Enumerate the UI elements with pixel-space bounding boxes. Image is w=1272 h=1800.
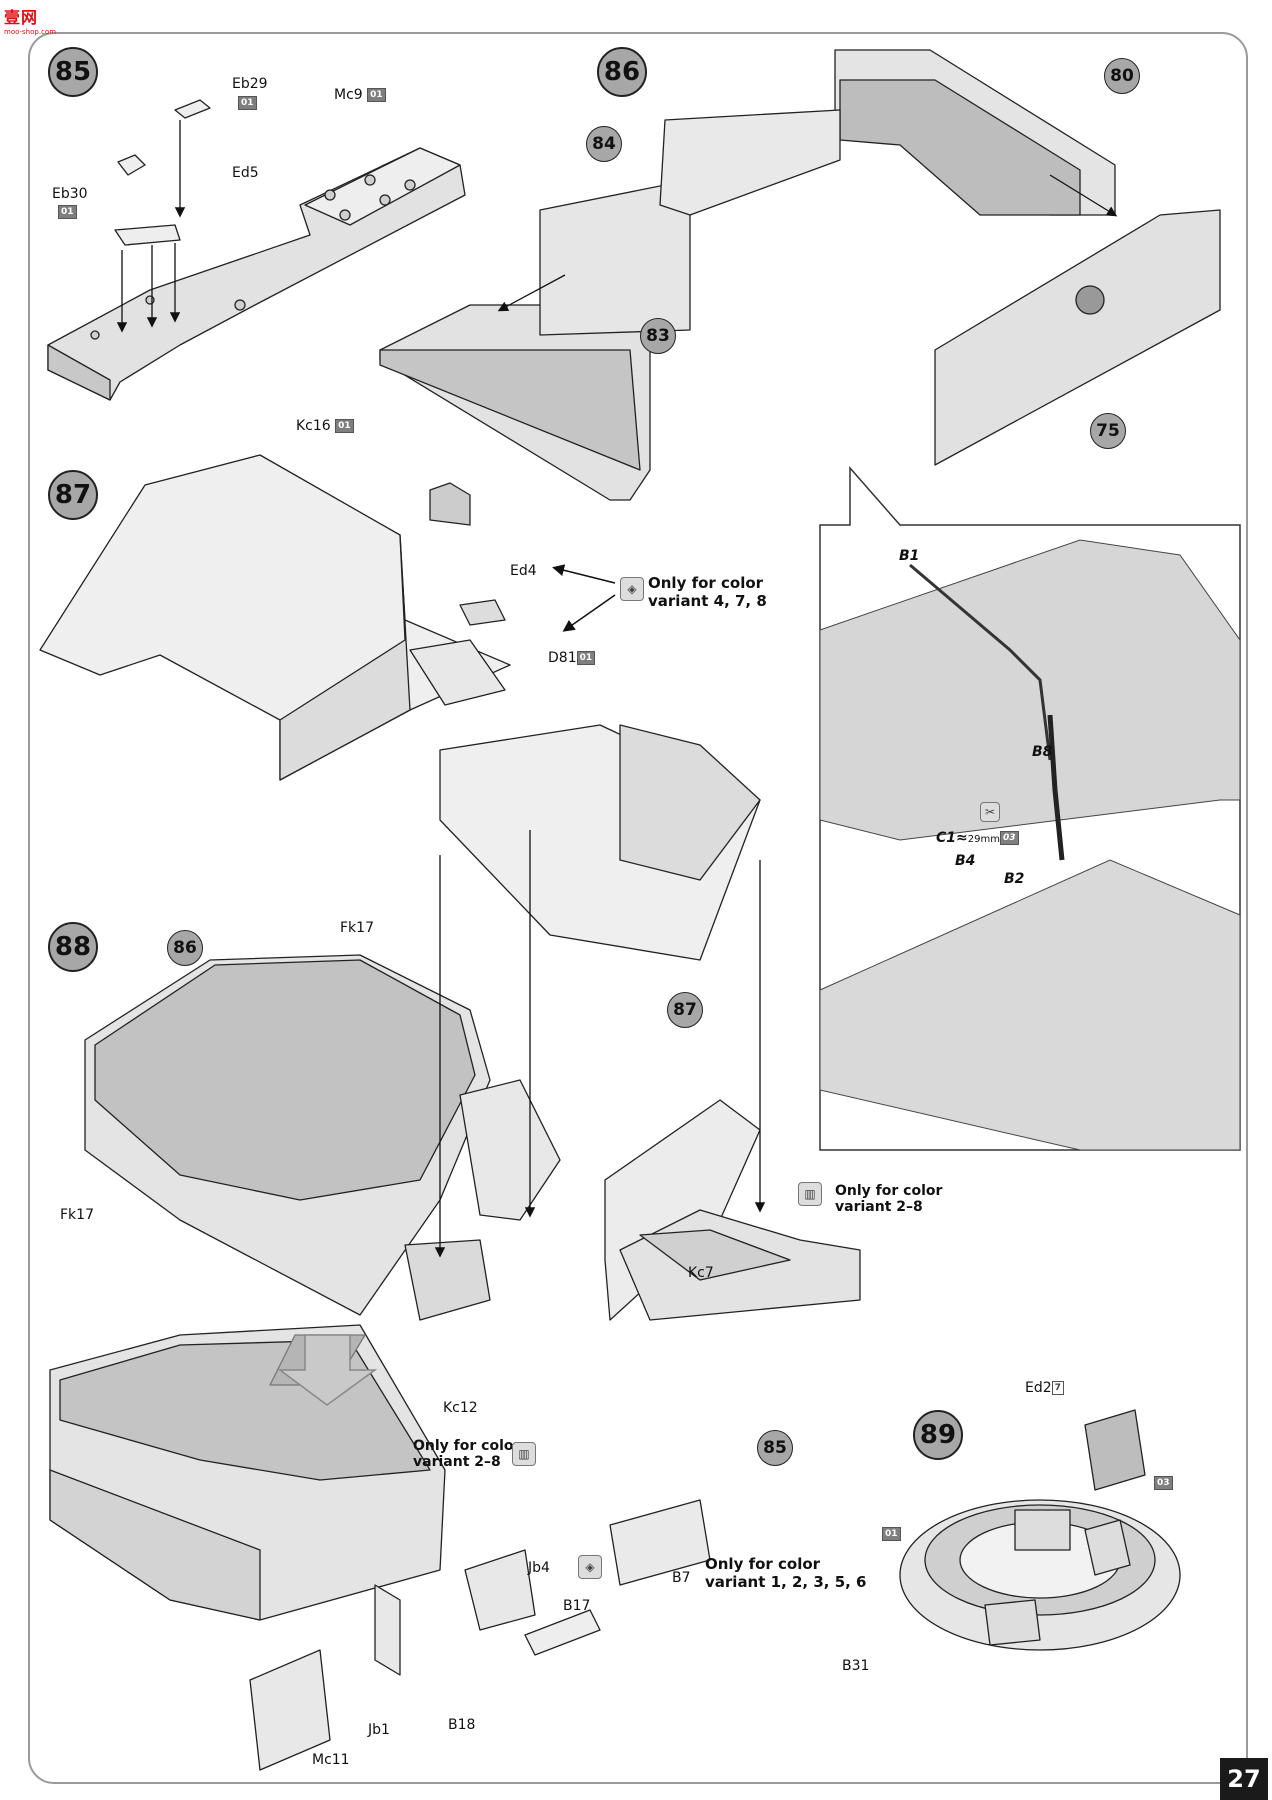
ref-84: 84	[586, 126, 622, 162]
tag-01-eb30: 01	[58, 205, 77, 219]
logo-title: 壹网	[4, 8, 39, 27]
inset-label-b4: B4	[955, 853, 976, 869]
step-85-callout: 85	[48, 47, 98, 97]
tag-01-ring: 01	[882, 1527, 901, 1541]
variant-icon-b-2: ▥	[512, 1442, 536, 1466]
ref-87-step88: 87	[667, 992, 703, 1028]
label-fk17-top: Fk17	[340, 920, 374, 936]
variant-icon-a-2: ◈	[578, 1555, 602, 1579]
ref-75: 75	[1090, 413, 1126, 449]
label-eb30: Eb30	[52, 186, 88, 202]
label-b18: B18	[448, 1717, 476, 1733]
label-b7: B7	[672, 1570, 691, 1586]
label-kc12: Kc12	[443, 1400, 478, 1416]
down-arrow-icon	[277, 1334, 378, 1406]
label-ed4: Ed4	[510, 563, 537, 579]
step89-turret-ring	[899, 1409, 1181, 1651]
step85-chassis-plate	[47, 99, 466, 401]
step88-hull	[84, 724, 861, 1321]
label-mc11: Mc11	[312, 1752, 350, 1768]
label-mc9: Mc9 01	[334, 87, 386, 103]
step-89-callout: 89	[913, 1410, 963, 1460]
step88-lower-view	[49, 1324, 711, 1771]
page-number: 27	[1220, 1758, 1268, 1800]
label-kc16: Kc16 01	[296, 418, 354, 434]
tag-01: 01	[238, 96, 257, 110]
step86-hull-sides	[379, 49, 1221, 501]
logo-subtitle: moo-shop.com	[4, 28, 57, 36]
ref-85-step88: 85	[757, 1430, 793, 1466]
label-b17: B17	[563, 1598, 591, 1614]
ref-80: 80	[1104, 58, 1140, 94]
label-kc7: Kc7	[688, 1265, 714, 1281]
scissors-icon: ✂	[980, 802, 1000, 822]
label-b31: B31	[842, 1658, 870, 1674]
site-logo: 壹网 moo-shop.com	[4, 4, 74, 38]
inset-label-b1: B1	[899, 548, 920, 564]
inset-label-b2: B2	[1004, 871, 1025, 887]
step87-roof	[39, 454, 511, 781]
ref-86-step88: 86	[167, 930, 203, 966]
label-jb1: Jb1	[368, 1722, 390, 1738]
detail-inset	[819, 466, 1241, 1151]
step-87-callout: 87	[48, 470, 98, 520]
label-ed5: Ed5	[232, 165, 259, 181]
step-86-callout: 86	[597, 47, 647, 97]
label-fk17-left: Fk17	[60, 1207, 94, 1223]
tag-03: 03	[1154, 1476, 1173, 1490]
step-88-callout: 88	[48, 922, 98, 972]
label-jb4: Jb4	[528, 1560, 550, 1576]
ref-83: 83	[640, 318, 676, 354]
label-eb29: Eb29	[232, 76, 268, 92]
page-frame	[28, 32, 1248, 1784]
variant-icon-a: ◈	[620, 577, 644, 601]
variant-icon-b: ▥	[798, 1182, 822, 1206]
inset-label-b8: B8	[1032, 744, 1053, 760]
